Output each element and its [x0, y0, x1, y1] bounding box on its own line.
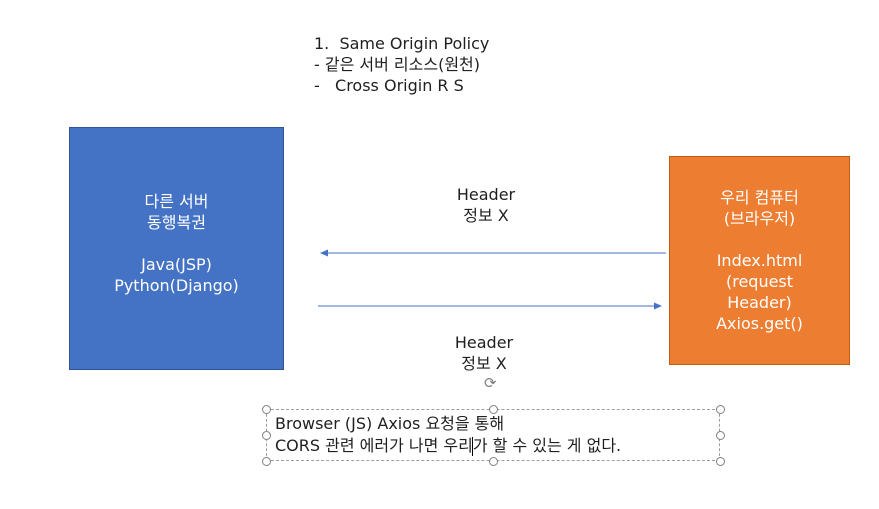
header-label-top-line-2: 정보 X [463, 206, 509, 225]
header-label-top: Header 정보 X [448, 184, 524, 226]
our-computer-line-3: Header) [727, 293, 792, 312]
resize-handle-top-right[interactable] [716, 405, 725, 414]
other-server-title-2: 동행복권 [147, 213, 206, 232]
resize-handle-bottom-center[interactable] [489, 457, 498, 466]
text-cursor [472, 437, 473, 456]
our-computer-line-2: (request [725, 272, 794, 291]
heading-line-2: - 같은 서버 리소스(원천) [314, 55, 480, 74]
resize-handle-bottom-right[interactable] [716, 457, 725, 466]
header-label-bottom-line-1: Header [454, 333, 514, 352]
resize-handle-middle-left[interactable] [262, 431, 271, 440]
resize-handle-top-center[interactable] [489, 405, 498, 414]
other-server-box[interactable]: 다른 서버 동행복권 Java(JSP) Python(Django) [69, 127, 284, 370]
heading-text: 1. Same Origin Policy - 같은 서버 리소스(원천) - … [314, 33, 489, 96]
our-computer-line-1: Index.html [716, 251, 803, 270]
arrow-right-icon[interactable] [318, 302, 662, 310]
header-label-top-line-1: Header [456, 185, 516, 204]
rotate-handle-icon[interactable]: ⟳ [484, 374, 497, 392]
resize-handle-middle-right[interactable] [716, 431, 725, 440]
heading-line-1: 1. Same Origin Policy [314, 34, 490, 53]
note-line-2: CORS 관련 에러가 나면 우리가 할 수 있는 게 없다. [275, 436, 622, 455]
resize-handle-bottom-left[interactable] [262, 457, 271, 466]
note-textbox[interactable]: Browser (JS) Axios 요청을 통해 CORS 관련 에러가 나면… [266, 409, 720, 461]
arrow-left-icon[interactable] [320, 249, 666, 257]
our-computer-line-4: Axios.get() [716, 314, 803, 333]
heading-line-3: - Cross Origin R S [314, 76, 464, 95]
other-server-tech-2: Python(Django) [114, 276, 239, 295]
header-label-bottom-line-2: 정보 X [461, 354, 507, 373]
other-server-tech-1: Java(JSP) [141, 255, 212, 274]
other-server-title-1: 다른 서버 [144, 192, 209, 211]
note-line-1: Browser (JS) Axios 요청을 통해 [275, 414, 505, 433]
our-computer-title-1: 우리 컴퓨터 [720, 188, 799, 207]
our-computer-box[interactable]: 우리 컴퓨터 (브라우저) Index.html (request Header… [669, 156, 850, 365]
our-computer-title-2: (브라우저) [723, 209, 796, 228]
resize-handle-top-left[interactable] [262, 405, 271, 414]
header-label-bottom: Header 정보 X [446, 332, 522, 374]
